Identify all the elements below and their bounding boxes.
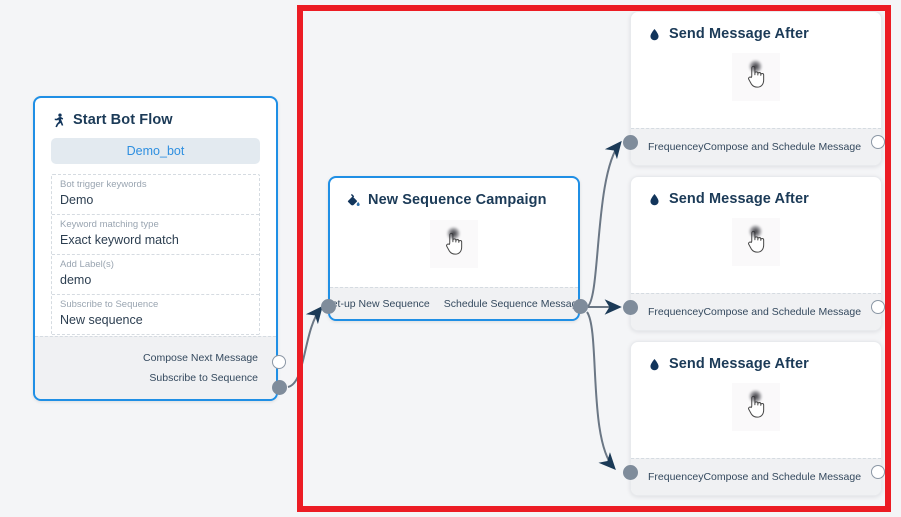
node-header: Send Message After: [631, 12, 881, 48]
port-label-compose-next-message: Compose Next Message: [143, 352, 258, 364]
node-footer: Frequencey Compose and Schedule Message: [631, 293, 881, 330]
node-body: [631, 378, 881, 436]
cursor-click-dot: [749, 390, 762, 403]
cursor-click-dot: [749, 60, 762, 73]
port-label-frequency: Frequencey: [648, 471, 704, 483]
node-new-sequence-campaign[interactable]: New Sequence Campaign Set-up New Sequenc…: [325, 176, 583, 321]
node-title: New Sequence Campaign: [368, 192, 547, 208]
port-schedule-sequence-message[interactable]: [573, 299, 588, 314]
port-label-frequency: Frequencey: [648, 306, 704, 318]
port-subscribe-to-sequence[interactable]: [272, 380, 287, 395]
port-label-compose-and-schedule-message: Compose and Schedule Message: [703, 141, 862, 153]
cursor-click-dot: [447, 227, 460, 240]
paint-bucket-icon: [346, 192, 361, 208]
node-send-message-after-2[interactable]: Send Message After Frequencey Compose an…: [630, 176, 882, 331]
node-header: Start Bot Flow: [35, 98, 276, 134]
edge-sequence-to-card1: [586, 140, 622, 308]
node-footer: Frequencey Compose and Schedule Message: [631, 128, 881, 165]
node-header: Send Message After: [631, 342, 881, 378]
node-footer: Compose Next Message Subscribe to Sequen…: [35, 336, 276, 399]
node-footer: Frequencey Compose and Schedule Message: [631, 458, 881, 495]
field-label: Bot trigger keywords: [60, 179, 147, 190]
field-value: demo: [60, 273, 92, 287]
field-label: Subscribe to Sequence: [60, 299, 159, 310]
port-setup-new-sequence[interactable]: [321, 299, 336, 314]
pointing-hand-cursor-icon: [732, 53, 780, 101]
node-body: Demo_bot Bot trigger keywords Demo Keywo…: [35, 138, 276, 343]
port-frequency-3[interactable]: [623, 465, 638, 480]
bot-selector-pill[interactable]: Demo_bot: [51, 138, 260, 164]
node-title: Send Message After: [669, 26, 809, 42]
node-footer: Set-up New Sequence Schedule Sequence Me…: [325, 287, 583, 319]
port-label-compose-and-schedule-message: Compose and Schedule Message: [703, 471, 862, 483]
field-value: New sequence: [60, 313, 143, 327]
field-add-labels[interactable]: Add Label(s) demo: [52, 255, 259, 295]
node-title: Send Message After: [669, 356, 809, 372]
port-compose-next-message[interactable]: [272, 355, 286, 369]
node-body: [330, 214, 578, 274]
port-compose-and-schedule-message-3[interactable]: [871, 465, 885, 479]
field-value: Exact keyword match: [60, 233, 179, 247]
port-label-schedule-sequence-message: Schedule Sequence Message: [443, 297, 584, 310]
field-label: Add Label(s): [60, 259, 114, 270]
port-label-frequency: Frequencey: [648, 141, 704, 153]
node-header: New Sequence Campaign: [330, 178, 578, 214]
port-label-compose-and-schedule-message: Compose and Schedule Message: [703, 306, 862, 318]
pointing-hand-cursor-icon: [732, 218, 780, 266]
port-frequency-1[interactable]: [623, 135, 638, 150]
field-keyword-matching-type[interactable]: Keyword matching type Exact keyword matc…: [52, 215, 259, 255]
water-drop-icon: [647, 356, 662, 372]
edge-startbot-to-sequence: [287, 305, 323, 388]
field-subscribe-to-sequence[interactable]: Subscribe to Sequence New sequence: [52, 295, 259, 335]
port-compose-and-schedule-message-1[interactable]: [871, 135, 885, 149]
field-bot-trigger-keywords[interactable]: Bot trigger keywords Demo: [52, 175, 259, 215]
port-compose-and-schedule-message-2[interactable]: [871, 300, 885, 314]
cursor-click-dot: [749, 225, 762, 238]
port-label-subscribe-to-sequence: Subscribe to Sequence: [149, 372, 258, 384]
node-start-bot-flow[interactable]: Start Bot Flow Demo_bot Bot trigger keyw…: [33, 96, 278, 401]
port-frequency-2[interactable]: [623, 300, 638, 315]
node-title: Start Bot Flow: [73, 112, 173, 128]
field-value: Demo: [60, 193, 94, 207]
field-label: Keyword matching type: [60, 219, 159, 230]
bot-config-field-list: Bot trigger keywords Demo Keyword matchi…: [51, 174, 260, 335]
node-header: Send Message After: [631, 177, 881, 213]
node-body: [631, 213, 881, 271]
water-drop-icon: [647, 191, 662, 207]
node-title: Send Message After: [669, 191, 809, 207]
edge-sequence-to-card3: [586, 311, 616, 471]
water-drop-icon: [647, 26, 662, 42]
node-body: [631, 48, 881, 106]
pointing-hand-cursor-icon: [430, 220, 478, 268]
port-label-setup-new-sequence: Set-up New Sequence: [324, 297, 430, 310]
node-send-message-after-1[interactable]: Send Message After Frequencey Compose an…: [630, 11, 882, 166]
node-send-message-after-3[interactable]: Send Message After Frequencey Compose an…: [630, 341, 882, 496]
running-person-icon: [51, 112, 66, 128]
pointing-hand-cursor-icon: [732, 383, 780, 431]
